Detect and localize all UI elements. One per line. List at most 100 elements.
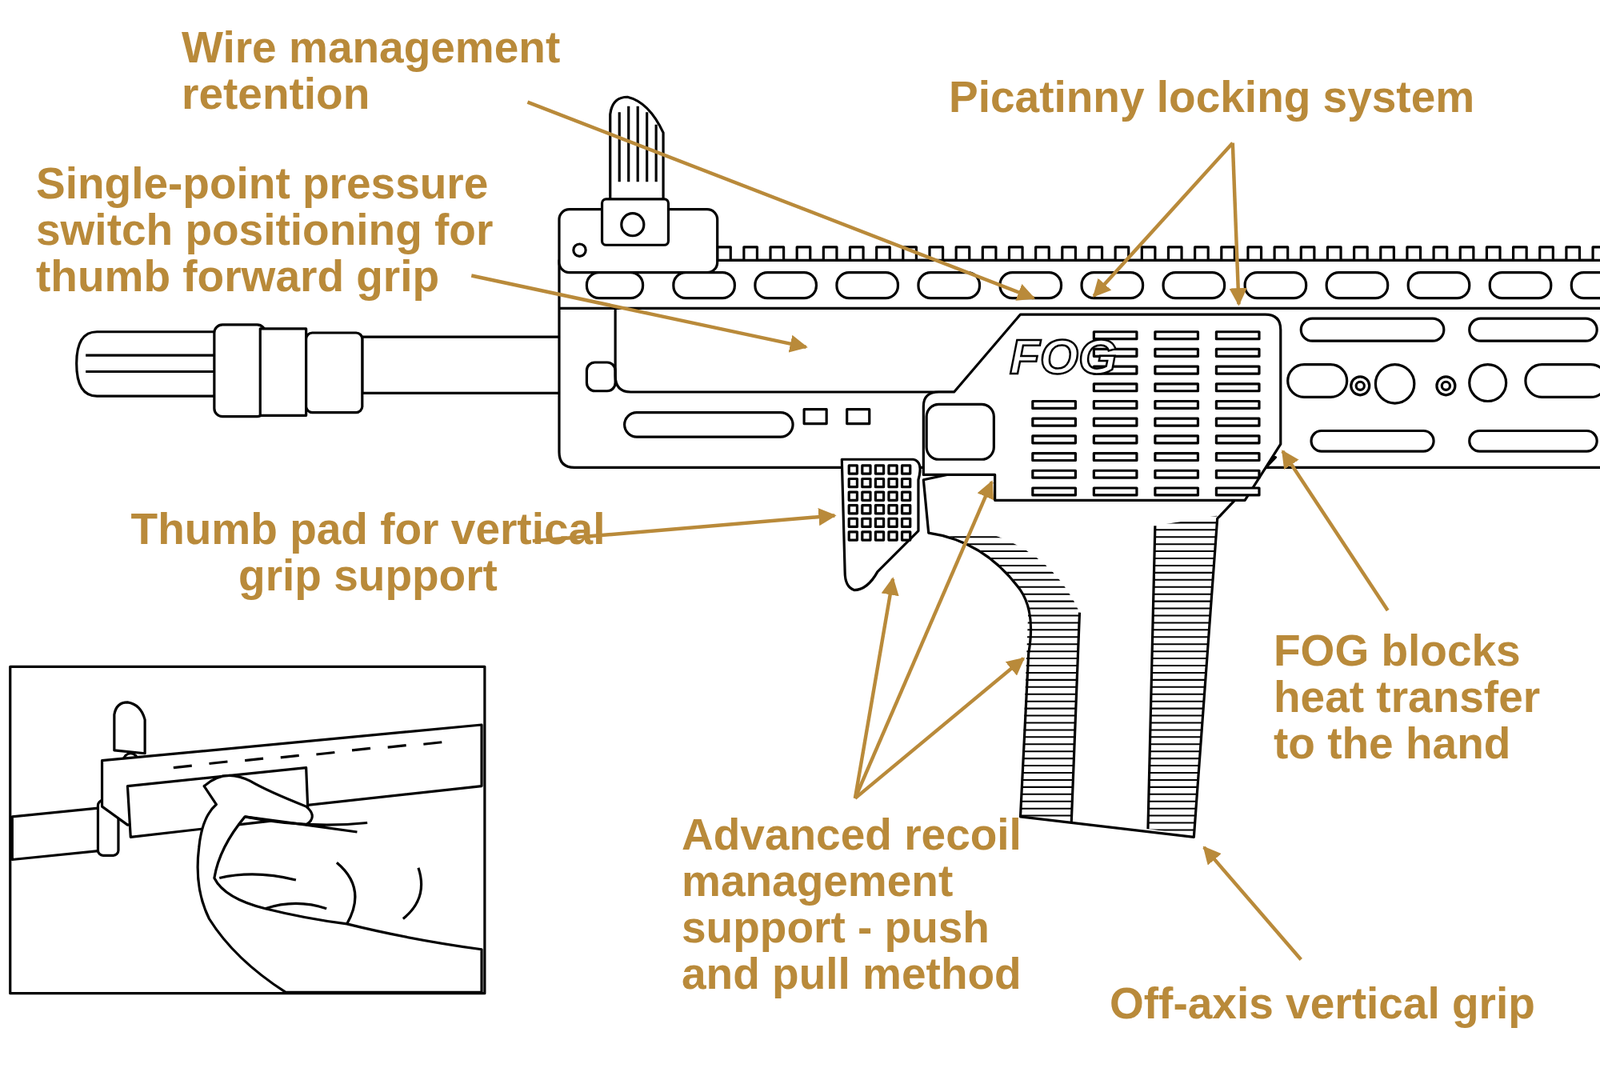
grip-texture-line bbox=[1143, 757, 1225, 760]
thumb-pad-cell bbox=[888, 492, 897, 500]
rail-nub bbox=[847, 409, 870, 424]
callout-label: Picatinny locking system bbox=[948, 73, 1475, 120]
grip-texture-line bbox=[1143, 686, 1225, 688]
grip-texture-line bbox=[938, 672, 1087, 674]
grill-dash bbox=[1093, 453, 1137, 461]
thumb-pad-cell bbox=[888, 518, 897, 527]
grill-dash bbox=[1155, 418, 1199, 426]
inset-hand bbox=[197, 775, 482, 992]
handguard-line bbox=[559, 307, 1600, 310]
barrel bbox=[362, 336, 562, 393]
handguard-slot bbox=[755, 272, 817, 299]
grill-dash bbox=[1155, 436, 1199, 444]
grill-dash bbox=[1216, 470, 1260, 478]
grip-texture-line bbox=[1143, 764, 1225, 767]
grill-dash bbox=[1155, 348, 1199, 356]
grip-texture-line bbox=[938, 700, 1087, 703]
grip-texture-line bbox=[1143, 608, 1225, 610]
grip-texture-line bbox=[938, 572, 1087, 574]
grill-dash bbox=[1216, 332, 1260, 340]
grill-dash bbox=[1155, 488, 1199, 496]
grip-texture-line bbox=[938, 736, 1087, 738]
leader-line bbox=[1282, 451, 1388, 611]
thumb-pad-cell bbox=[848, 478, 857, 487]
grip-texture-line bbox=[1143, 800, 1225, 803]
grip-texture-line bbox=[938, 750, 1087, 752]
grip-texture-line bbox=[1143, 700, 1225, 703]
thumb-pad-cell bbox=[888, 532, 897, 540]
callout-label: Thumb pad for vertical grip support bbox=[120, 505, 616, 599]
thumb-pad-cell bbox=[888, 478, 897, 487]
handguard-slot bbox=[918, 272, 980, 299]
leader-line bbox=[1204, 847, 1301, 960]
grill-dash bbox=[1216, 366, 1260, 374]
callout-label: Wire management retention bbox=[181, 24, 630, 117]
grip-texture-line bbox=[1143, 721, 1225, 724]
grip-texture-line bbox=[938, 521, 1087, 524]
grip-texture-line bbox=[938, 628, 1087, 631]
qd-socket bbox=[1351, 376, 1370, 396]
grip-texture-line bbox=[938, 793, 1087, 796]
handguard-slot bbox=[1326, 272, 1388, 299]
thumb-pad-cell bbox=[875, 465, 884, 474]
leader-line bbox=[1093, 143, 1232, 296]
qd-socket bbox=[1441, 381, 1450, 390]
grip-texture-line bbox=[1143, 793, 1225, 796]
grip-texture bbox=[938, 515, 1087, 837]
handguard-slot bbox=[673, 272, 736, 299]
grip-texture-line bbox=[938, 772, 1087, 774]
grip-texture-line bbox=[938, 564, 1087, 567]
thumb-pad-cell bbox=[862, 478, 871, 487]
inset-sight bbox=[114, 702, 145, 754]
handguard-slot bbox=[1311, 431, 1434, 452]
rail-nub bbox=[804, 409, 827, 424]
grip-texture-line bbox=[1143, 600, 1225, 603]
thumb-pad-cell bbox=[902, 465, 911, 474]
handguard-slot bbox=[1571, 272, 1600, 299]
grip-texture-line bbox=[938, 679, 1087, 681]
grill-dash bbox=[1093, 488, 1137, 496]
grip-texture-line bbox=[1143, 743, 1225, 745]
grip-texture-line bbox=[1143, 836, 1225, 838]
grip-texture-line bbox=[1143, 693, 1225, 696]
leader-line bbox=[527, 102, 1034, 299]
callout-label: Off-axis vertical grip bbox=[1109, 980, 1536, 1027]
fog-housing bbox=[923, 314, 1280, 500]
grip-texture-line bbox=[938, 779, 1087, 781]
grill-dash bbox=[1155, 366, 1199, 374]
thumb-pad-cell bbox=[888, 505, 897, 514]
grill-dash bbox=[1216, 348, 1260, 356]
grip-texture-line bbox=[938, 808, 1087, 810]
muzzle-nut bbox=[306, 332, 363, 413]
grill-dash bbox=[1216, 453, 1260, 461]
grill-dash bbox=[1155, 453, 1199, 461]
muzzle-device bbox=[76, 332, 220, 396]
grill-dash bbox=[1032, 436, 1076, 444]
thumb-pad-cell bbox=[862, 465, 871, 474]
thumb-pad-cell bbox=[862, 505, 871, 514]
thumb-pad-cell bbox=[888, 465, 897, 474]
grip-texture-line bbox=[938, 764, 1087, 767]
grip-texture-line bbox=[1143, 822, 1225, 824]
thumb-pad-cell bbox=[862, 518, 871, 527]
thumb-pad-cell bbox=[902, 518, 911, 527]
grip-texture-line bbox=[1143, 614, 1225, 616]
qd-socket bbox=[1375, 364, 1414, 404]
grip-texture-line bbox=[938, 728, 1087, 731]
grip-texture-line bbox=[1143, 514, 1225, 516]
grip-texture-line bbox=[1143, 521, 1225, 524]
grip-texture-line bbox=[938, 786, 1087, 788]
grip-texture-line bbox=[938, 543, 1087, 545]
handguard-slot bbox=[1163, 272, 1225, 299]
thumb-pad-cell bbox=[862, 492, 871, 500]
grip-texture-line bbox=[938, 579, 1087, 581]
thumb-pad-cell bbox=[848, 465, 857, 474]
callout-label: Advanced recoil management support - pus… bbox=[681, 811, 1058, 997]
grill-dash bbox=[1093, 470, 1137, 478]
grill-dash bbox=[1216, 436, 1260, 444]
grip-texture-line bbox=[938, 800, 1087, 803]
sight-block bbox=[602, 199, 669, 245]
wire-retention bbox=[926, 404, 994, 460]
grip-texture-line bbox=[1143, 715, 1225, 717]
grip-texture-line bbox=[1143, 708, 1225, 710]
